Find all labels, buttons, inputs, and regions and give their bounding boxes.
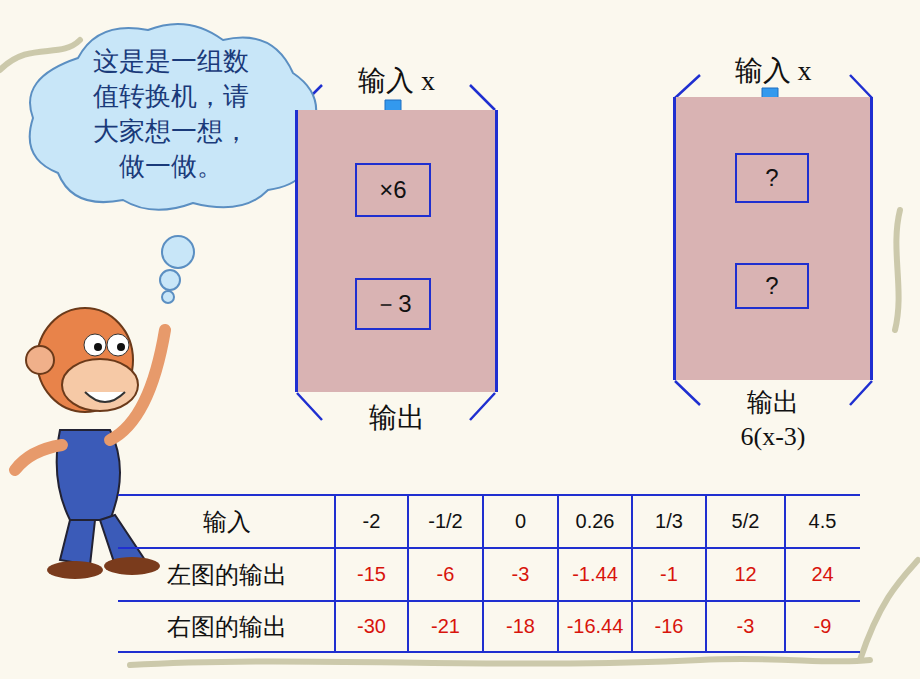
table-cell: -16 — [632, 601, 706, 652]
row-header: 右图的输出 — [118, 601, 335, 652]
row-header: 左图的输出 — [118, 548, 335, 601]
operation-box: ? — [735, 263, 809, 309]
table-cell: -1.44 — [558, 548, 632, 601]
operation-box: ×6 — [355, 163, 431, 217]
operation-text: ×6 — [379, 176, 406, 204]
table-cell: -2 — [335, 495, 408, 548]
table-cell: 1/3 — [632, 495, 706, 548]
converter-machine: 输入 x输出 6(x-3)?? — [673, 97, 873, 380]
table-cell: 12 — [706, 548, 785, 601]
table-cell: -3 — [483, 548, 558, 601]
speech-text: 这是是一组数值转换机，请大家想一想，做一做。 — [90, 44, 252, 184]
table-cell: -16.44 — [558, 601, 632, 652]
table-cell: 0 — [483, 495, 558, 548]
operation-box: －3 — [355, 278, 431, 330]
monkey — [15, 308, 165, 579]
table-cell: -1 — [632, 548, 706, 601]
operation-box: ? — [735, 153, 809, 203]
table-cell: -3 — [706, 601, 785, 652]
table-cell: -18 — [483, 601, 558, 652]
operation-text: ? — [765, 272, 778, 300]
output-label: 输出 6(x-3) — [723, 386, 823, 454]
speech-cloud: 这是是一组数值转换机，请大家想一想，做一做。 — [18, 18, 328, 213]
table-cell: -15 — [335, 548, 408, 601]
input-label: 输入 x — [676, 52, 870, 90]
table-cell: 5/2 — [706, 495, 785, 548]
operation-text: ? — [765, 164, 778, 192]
table-cell: -1/2 — [408, 495, 483, 548]
table-cell: -21 — [408, 601, 483, 652]
table-cell: -9 — [785, 601, 860, 652]
input-label: 输入 x — [298, 62, 495, 100]
table-cell: 4.5 — [785, 495, 860, 548]
operation-text: －3 — [374, 288, 411, 320]
cloud-path — [30, 24, 317, 210]
row-header: 输入 — [118, 495, 335, 548]
table-cell: -30 — [335, 601, 408, 652]
table-cell: 24 — [785, 548, 860, 601]
table-cell: 0.26 — [558, 495, 632, 548]
table-cell: -6 — [408, 548, 483, 601]
output-label: 输出 — [347, 400, 447, 436]
converter-machine: 输入 x输出×6－3 — [295, 110, 498, 392]
